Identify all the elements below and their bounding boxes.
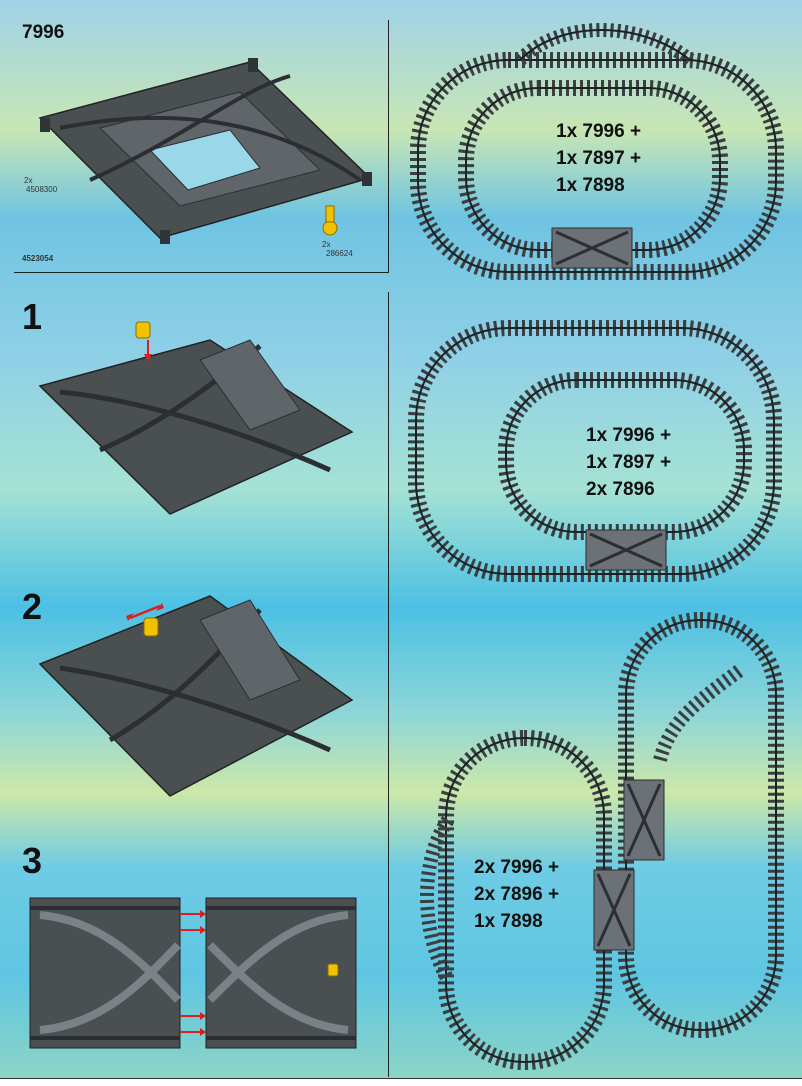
layout-2-diagram: [408, 320, 782, 582]
layout-3-line-1: 2x 7996 +: [474, 857, 560, 878]
step-1-illustration: [38, 321, 354, 515]
part-b-qty: 2x: [322, 240, 331, 249]
layout-3-diagram: [420, 612, 784, 1070]
step-number-2: 2: [22, 586, 43, 627]
step-number-3: 3: [22, 840, 43, 881]
step-number-1: 1: [22, 296, 43, 337]
step-3-illustration: [29, 897, 357, 1049]
inset-crossing-piece: [38, 58, 372, 244]
part-a-id: 4508300: [26, 185, 58, 194]
layout-3-line-2: 2x 7896 +: [474, 884, 560, 905]
layout-2-line-2: 1x 7897 +: [586, 452, 672, 473]
layout-1-line-2: 1x 7897 +: [556, 148, 642, 169]
part-a-qty: 2x: [24, 176, 33, 185]
layout-3-label: 2x 7996 + 2x 7896 + 1x 7898: [474, 854, 559, 935]
layout-2-line-3: 2x 7896: [586, 479, 655, 500]
divider-line: [388, 292, 389, 1077]
layout-1-diagram: [410, 23, 784, 280]
layout-1-line-3: 1x 7898: [556, 175, 625, 196]
main-part-id: 4523054: [22, 254, 54, 263]
step-2-illustration: [38, 595, 354, 797]
part-b-id: 286624: [326, 249, 353, 258]
layout-2-line-1: 1x 7996 +: [586, 425, 672, 446]
layout-1-line-1: 1x 7996 +: [556, 121, 642, 142]
parts-inset: [14, 20, 389, 273]
page-bottom-bar: [0, 1078, 802, 1086]
layout-2-label: 1x 7996 + 1x 7897 + 2x 7896: [586, 422, 671, 503]
model-number: 7996: [22, 22, 65, 43]
layout-1-label: 1x 7996 + 1x 7897 + 1x 7898: [556, 118, 641, 199]
layout-3-line-3: 1x 7898: [474, 911, 543, 932]
